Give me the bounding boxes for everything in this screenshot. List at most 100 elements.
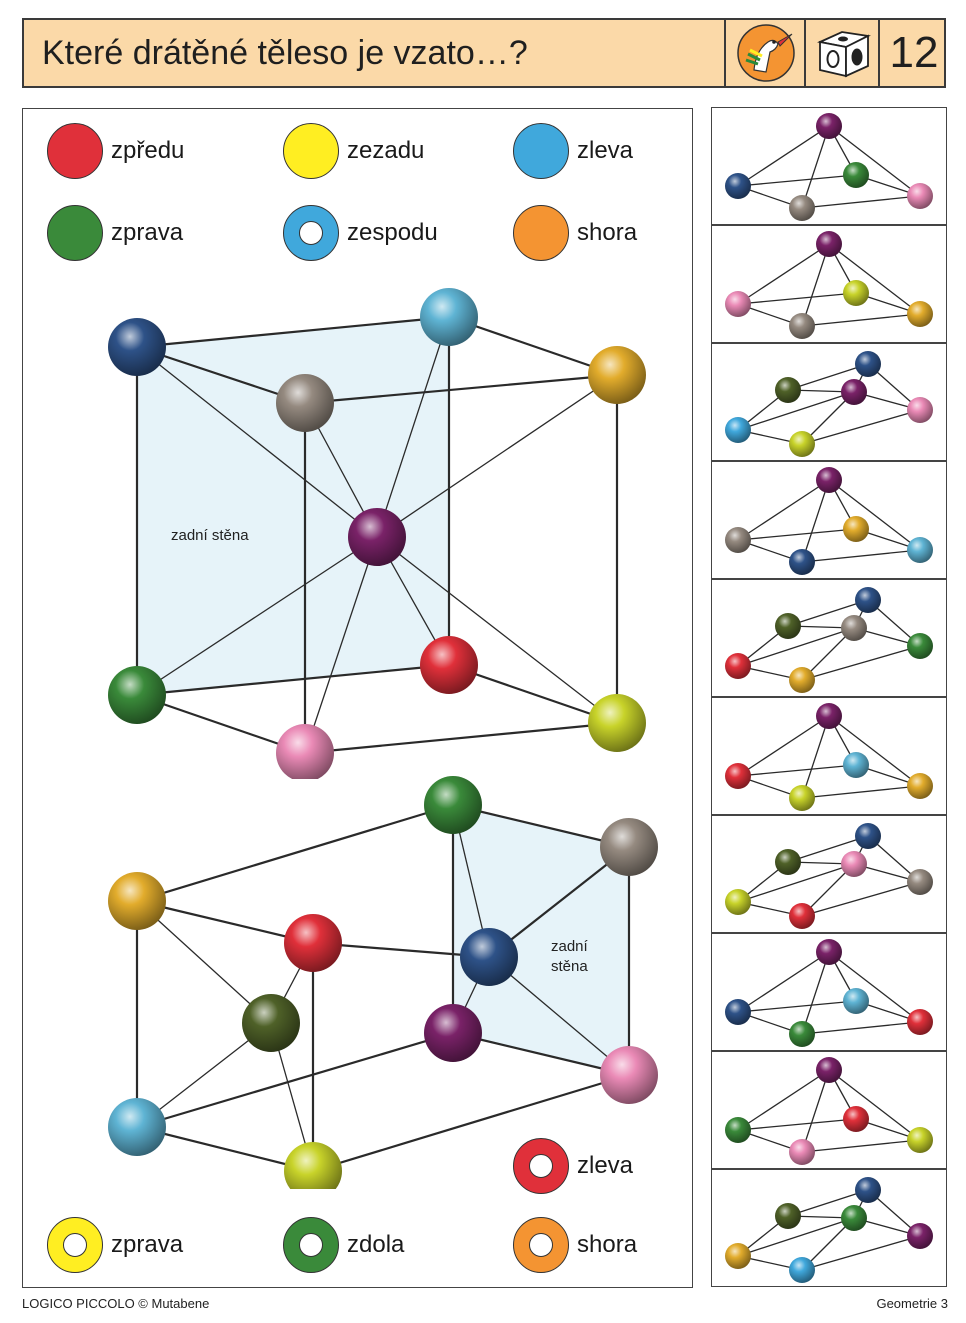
ball-gold bbox=[588, 346, 646, 404]
answer-option-10[interactable] bbox=[711, 1169, 947, 1287]
wire-edge bbox=[801, 313, 921, 327]
answer-option-8[interactable] bbox=[711, 933, 947, 1051]
wire-edge bbox=[737, 951, 830, 1013]
ball-green bbox=[424, 776, 482, 834]
swatch-red-ring bbox=[513, 1138, 569, 1194]
die-icon-box bbox=[804, 20, 880, 86]
ball-gold bbox=[725, 1243, 751, 1269]
ball-darkblue bbox=[855, 823, 881, 849]
wire-edge bbox=[737, 243, 830, 305]
ball-green bbox=[843, 162, 869, 188]
ball-cyan bbox=[420, 288, 478, 346]
ball-pink bbox=[600, 1046, 658, 1104]
ball-darkblue bbox=[855, 351, 881, 377]
ball-pink bbox=[789, 1139, 815, 1165]
wire-edge bbox=[737, 292, 857, 305]
ball-olive bbox=[775, 849, 801, 875]
wire-edge bbox=[737, 1217, 855, 1257]
legend-label: shora bbox=[577, 219, 638, 246]
ball-purple bbox=[424, 1004, 482, 1062]
legend-bottom: zespodu bbox=[283, 203, 438, 263]
ball-darkblue bbox=[725, 173, 751, 199]
back-wall bbox=[137, 317, 449, 695]
swatch-green-ring bbox=[283, 1217, 339, 1273]
wire-edge bbox=[801, 243, 830, 327]
ball-red bbox=[843, 1106, 869, 1132]
ball-green bbox=[789, 1021, 815, 1047]
wire-edge bbox=[488, 956, 630, 1076]
pyramid-figure bbox=[725, 587, 933, 693]
pyramid-figure bbox=[725, 1057, 933, 1165]
wire-edge bbox=[801, 409, 921, 445]
pyramid-figure bbox=[725, 703, 933, 811]
wire-edge bbox=[737, 715, 830, 777]
wire-edge bbox=[801, 549, 921, 563]
wire-cube-top bbox=[108, 288, 646, 779]
wire-edge bbox=[787, 363, 869, 391]
ball-cyan bbox=[108, 1098, 166, 1156]
ball-purple bbox=[816, 113, 842, 139]
legend-label: zezadu bbox=[347, 137, 425, 164]
swatch-red bbox=[47, 123, 103, 179]
answer-option-4[interactable] bbox=[711, 461, 947, 579]
legend-left: zleva bbox=[513, 121, 633, 181]
swatch-yellow-ring bbox=[47, 1217, 103, 1273]
wire-edge bbox=[801, 645, 921, 681]
wire-edge bbox=[737, 1069, 830, 1131]
wire-cube-bottom bbox=[108, 776, 658, 1189]
swatch-orange bbox=[513, 205, 569, 261]
ball-cyan bbox=[907, 537, 933, 563]
wire-edge bbox=[452, 1031, 630, 1077]
ball-lime bbox=[789, 785, 815, 811]
wire-edge bbox=[136, 693, 306, 755]
answer-option-3[interactable] bbox=[711, 343, 947, 461]
wire-edge bbox=[737, 528, 857, 541]
ball-red bbox=[284, 914, 342, 972]
answer-option-5[interactable] bbox=[711, 579, 947, 697]
back-wall bbox=[453, 805, 629, 1075]
answer-options bbox=[711, 107, 947, 1289]
wire-edge bbox=[136, 663, 450, 697]
answer-option-9[interactable] bbox=[711, 1051, 947, 1169]
ball-purple bbox=[816, 231, 842, 257]
wire-edge bbox=[304, 721, 618, 755]
ball-purple bbox=[816, 939, 842, 965]
wire-edge bbox=[801, 195, 921, 209]
ball-lime bbox=[843, 280, 869, 306]
legend-front: zpředu bbox=[47, 121, 184, 181]
ball-lime bbox=[588, 694, 646, 752]
wire-edge bbox=[136, 899, 314, 945]
answer-option-7[interactable] bbox=[711, 815, 947, 933]
wire-edge bbox=[376, 374, 618, 538]
ball-gray bbox=[789, 313, 815, 339]
task-number: 12 bbox=[889, 28, 939, 77]
ball-darkblue bbox=[725, 999, 751, 1025]
ball-lightblue bbox=[725, 417, 751, 443]
wire-edge bbox=[801, 951, 830, 1035]
wire-edge bbox=[737, 1118, 857, 1131]
answer-option-2[interactable] bbox=[711, 225, 947, 343]
ball-red bbox=[725, 763, 751, 789]
wire-edge bbox=[737, 479, 830, 541]
ball-lightblue bbox=[789, 1257, 815, 1283]
main-panel: zpředu zezadu zleva zprava zespodu shora… bbox=[22, 108, 693, 1288]
ball-olive bbox=[775, 377, 801, 403]
wire-edge bbox=[136, 536, 378, 696]
wire-edge bbox=[136, 315, 450, 349]
ball-red bbox=[907, 1009, 933, 1035]
wire-edge bbox=[737, 174, 857, 187]
wire-edge bbox=[828, 479, 921, 551]
answer-option-6[interactable] bbox=[711, 697, 947, 815]
wire-edge bbox=[737, 627, 855, 667]
ball-lime bbox=[907, 1127, 933, 1153]
ball-darkblue bbox=[460, 928, 518, 986]
ball-olive bbox=[242, 994, 300, 1052]
header-bar: Které drátěné těleso je vzato…? 12 bbox=[22, 18, 946, 88]
ball-purple bbox=[348, 508, 406, 566]
ball-gold bbox=[789, 667, 815, 693]
footer-series: Geometrie 3 bbox=[876, 1296, 948, 1311]
page-title: Které drátěné těleso je vzato…? bbox=[42, 34, 528, 72]
answer-option-1[interactable] bbox=[711, 107, 947, 225]
wire-edge bbox=[787, 599, 869, 627]
wire-edge bbox=[452, 803, 630, 849]
